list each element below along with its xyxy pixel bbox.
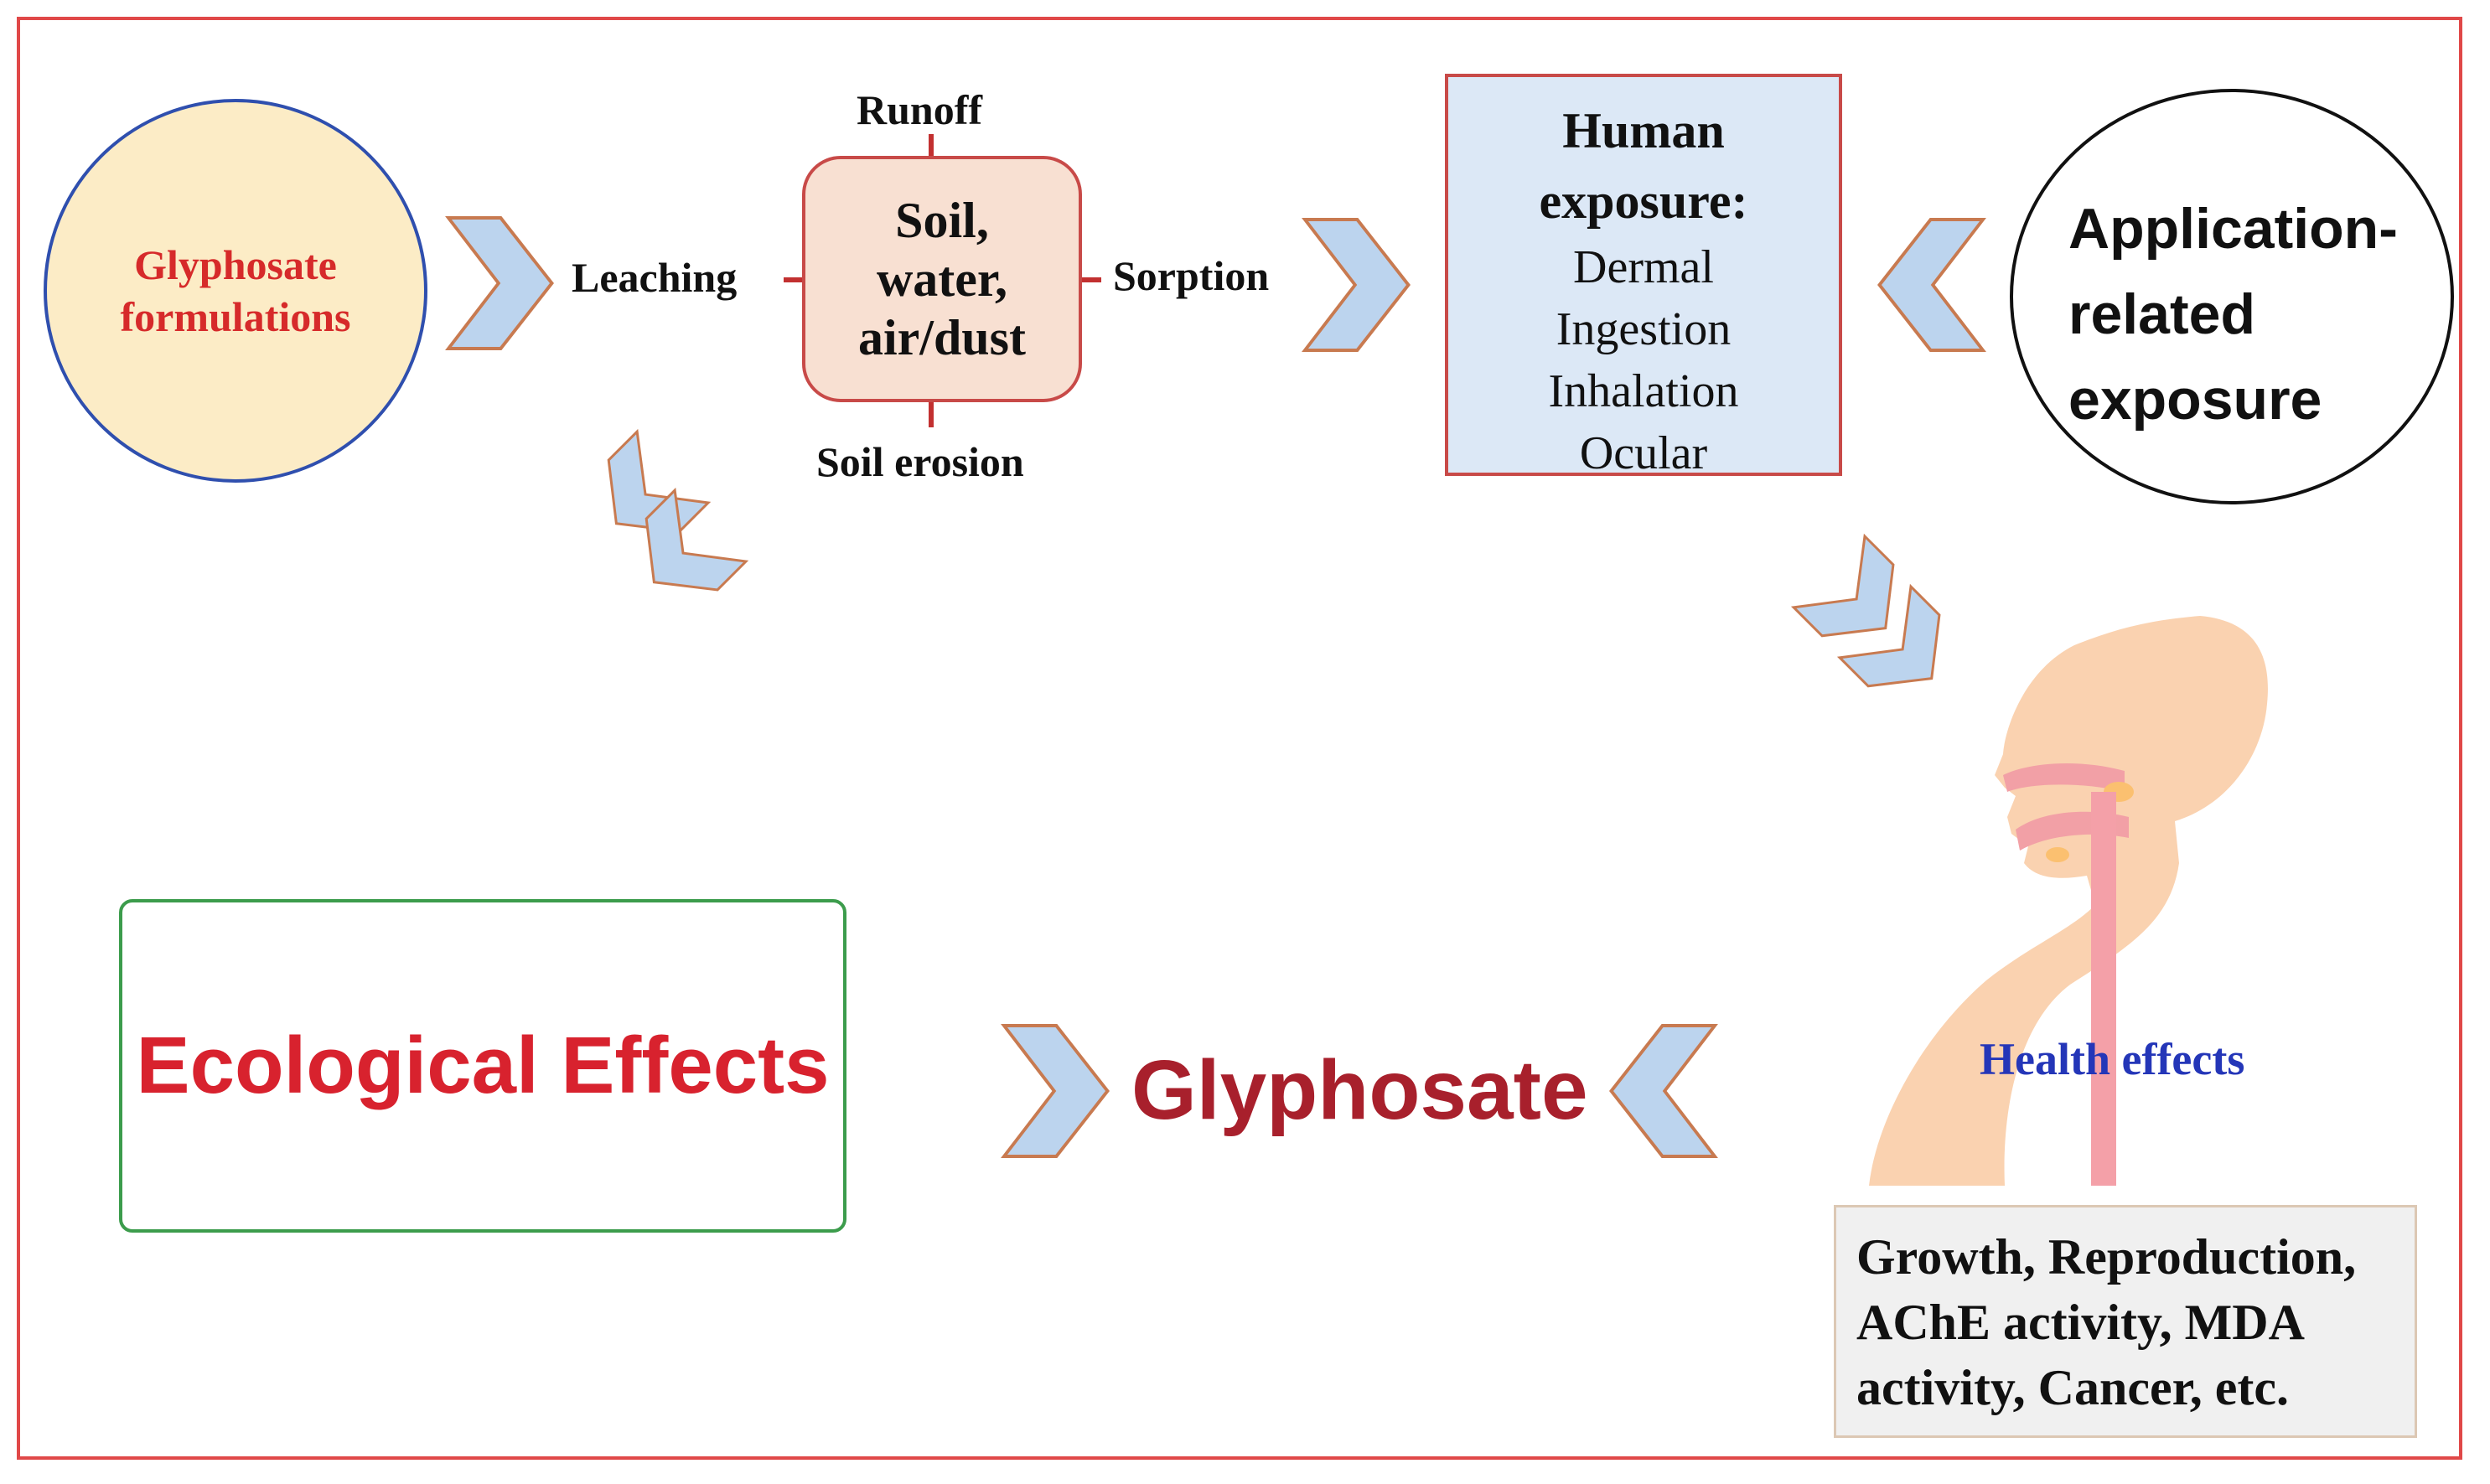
soil-erosion-label: Soil erosion <box>816 438 1024 485</box>
sorption-label: Sorption <box>1113 252 1270 299</box>
route-ingestion: Ingestion <box>1556 303 1732 355</box>
human-exposure-box: Human exposure: Dermal Ingestion Inhalat… <box>1445 74 1842 479</box>
leaching-label: Leaching <box>572 254 738 301</box>
double-chevron-down-left-icon <box>607 428 749 592</box>
application-exposure-node: Application- related exposure <box>2010 89 2454 504</box>
human-silhouette-icon <box>1869 616 2268 1186</box>
glyphosate-formulations-node: Glyphosate formulations <box>44 99 427 483</box>
chevron-arrow-icon <box>1877 218 1986 352</box>
sorption-connector <box>1081 277 1101 282</box>
ecological-effects-label: Ecological Effects <box>136 1021 830 1110</box>
glyphosate-center-label: Glyphosate <box>1131 1043 1588 1137</box>
route-dermal: Dermal <box>1573 241 1714 293</box>
double-chevron-down-right-icon <box>1790 533 1941 688</box>
health-outcomes-box: Growth, Reproduction, AChE activity, MDA… <box>1834 1205 2417 1438</box>
chevron-arrow-icon <box>445 216 554 350</box>
soil-water-air-label: Soil, water, air/dust <box>857 193 1027 365</box>
erosion-connector <box>929 401 934 427</box>
runoff-connector <box>929 134 934 159</box>
glyphosate-formulations-label: Glyphosate formulations <box>120 241 351 340</box>
diagram-frame <box>17 17 2462 1460</box>
application-exposure-label: Application- related exposure <box>2068 197 2398 432</box>
health-effects-label: Health effects <box>1980 1034 2245 1084</box>
chevron-arrow-icon <box>1609 1024 1718 1158</box>
human-exposure-title: Human exposure: <box>1539 103 1748 229</box>
runoff-label: Runoff <box>857 86 983 133</box>
chevron-arrow-icon <box>1302 218 1411 352</box>
ecological-effects-box: Ecological Effects <box>119 899 846 1233</box>
chevron-arrow-icon <box>1001 1024 1110 1158</box>
soil-water-air-node: Soil, water, air/dust <box>802 156 1082 402</box>
route-ocular: Ocular <box>1579 427 1708 479</box>
leaching-connector <box>784 277 804 282</box>
route-inhalation: Inhalation <box>1548 365 1739 417</box>
health-outcomes-text: Growth, Reproduction, AChE activity, MDA… <box>1856 1229 2357 1415</box>
